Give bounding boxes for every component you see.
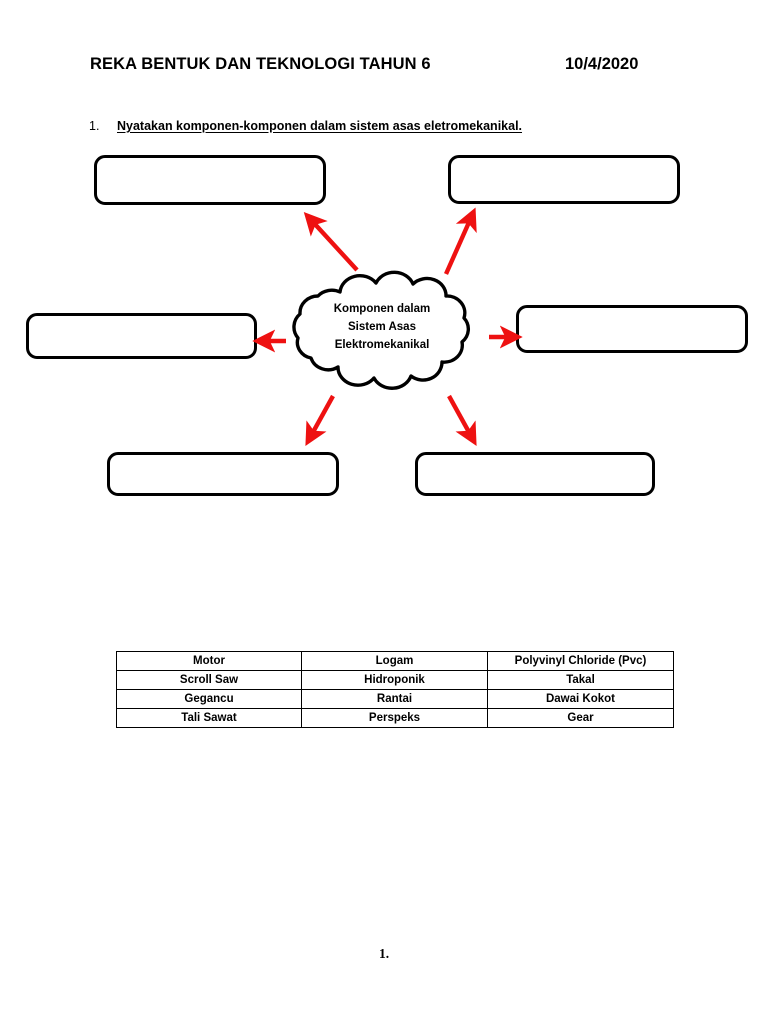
word-bank-cell[interactable]: Gear bbox=[487, 708, 674, 728]
answer-box-bottom-right[interactable] bbox=[415, 452, 655, 496]
word-bank-cell[interactable]: Logam bbox=[301, 651, 488, 671]
central-cloud: Komponen dalam Sistem Asas Elektromekani… bbox=[278, 266, 486, 390]
word-bank-cell[interactable]: Perspeks bbox=[301, 708, 488, 728]
answer-box-top-right[interactable] bbox=[448, 155, 680, 204]
arrow-to-bottom-left bbox=[305, 394, 335, 446]
word-bank-cell[interactable]: Scroll Saw bbox=[116, 670, 302, 690]
word-bank-cell[interactable]: Hidroponik bbox=[301, 670, 488, 690]
document-date: 10/4/2020 bbox=[565, 55, 639, 73]
word-bank-cell[interactable]: Dawai Kokot bbox=[487, 689, 674, 709]
question-number: 1. bbox=[89, 119, 100, 133]
arrow-to-top-left bbox=[303, 211, 359, 272]
answer-box-bottom-left[interactable] bbox=[107, 452, 339, 496]
word-bank-cell[interactable]: Takal bbox=[487, 670, 674, 690]
word-bank-cell[interactable]: Gegancu bbox=[116, 689, 302, 709]
question-text: Nyatakan komponen-komponen dalam sistem … bbox=[117, 119, 523, 133]
answer-box-middle-right[interactable] bbox=[516, 305, 748, 353]
word-bank-cell[interactable]: Tali Sawat bbox=[116, 708, 302, 728]
page-title: REKA BENTUK DAN TEKNOLOGI TAHUN 6 bbox=[90, 55, 431, 73]
word-bank-cell[interactable]: Polyvinyl Chloride (Pvc) bbox=[487, 651, 674, 671]
answer-box-top-left[interactable] bbox=[94, 155, 326, 205]
cloud-shape-icon bbox=[292, 270, 471, 390]
arrow-to-bottom-right bbox=[447, 394, 477, 446]
page-footer: 1. bbox=[378, 946, 390, 961]
word-bank-cell[interactable]: Rantai bbox=[301, 689, 488, 709]
answer-box-middle-left[interactable] bbox=[26, 313, 257, 359]
word-bank-cell[interactable]: Motor bbox=[116, 651, 302, 671]
